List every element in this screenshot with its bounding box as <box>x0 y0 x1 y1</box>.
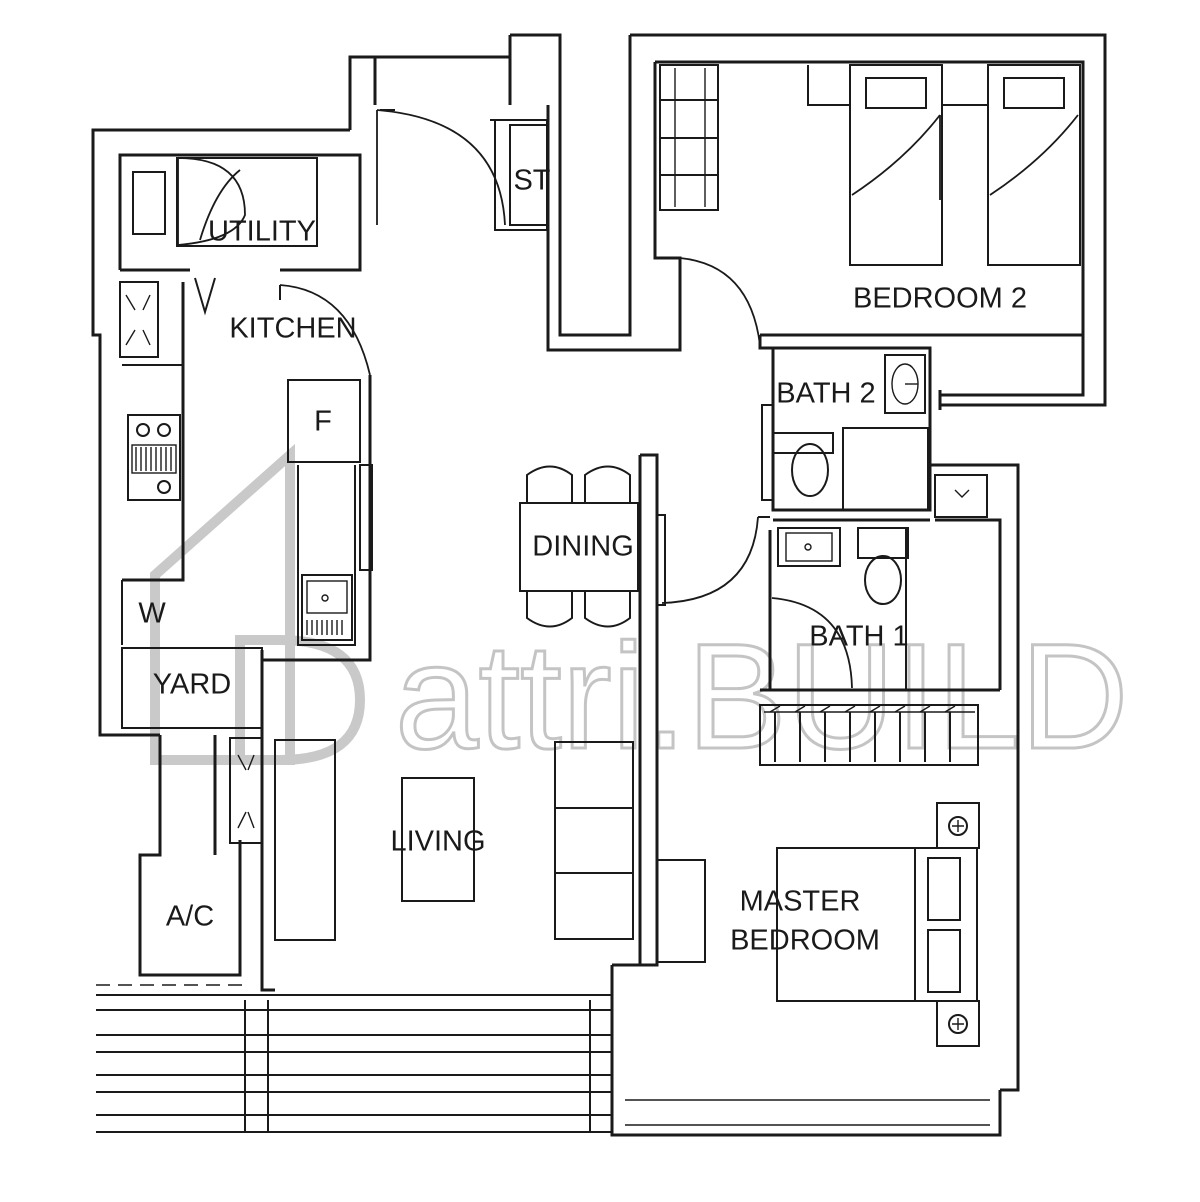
yard-label: YARD <box>153 669 231 701</box>
ac-ledge <box>229 737 336 941</box>
kitchen <box>119 277 373 662</box>
bedroom-2 <box>659 64 1083 346</box>
washer-label: W <box>138 598 166 630</box>
bath-1-label: BATH 1 <box>809 621 908 653</box>
kitchen-label: KITCHEN <box>229 313 356 345</box>
balcony-railing <box>96 984 612 1133</box>
dining-label: DINING <box>532 531 634 563</box>
fridge-label: F <box>314 406 332 438</box>
bath-1 <box>661 474 1000 692</box>
utility-label: UTILITY <box>208 216 316 248</box>
master-bedroom-label-line2: BEDROOM <box>730 925 880 957</box>
main-entrance-door <box>376 109 506 226</box>
bedroom-2-label: BEDROOM 2 <box>853 283 1027 315</box>
utility-room <box>118 153 362 272</box>
ac-label: A/C <box>166 901 214 933</box>
bath-2-label: BATH 2 <box>776 378 875 410</box>
yard <box>121 647 263 729</box>
outer-walls <box>91 33 1107 1137</box>
bath-2 <box>758 335 932 512</box>
store-room <box>494 119 548 231</box>
watermark-logo: attri.BUILD <box>150 443 1130 782</box>
watermark-text: attri.BUILD <box>395 612 1129 780</box>
master-bedroom <box>656 704 980 1047</box>
living-area <box>401 741 634 940</box>
living-label: LIVING <box>390 826 485 858</box>
dining-area <box>519 465 639 628</box>
store-label: ST <box>513 165 550 197</box>
master-bedroom-label-line1: MASTER <box>740 886 861 918</box>
living-partition <box>610 453 666 1090</box>
